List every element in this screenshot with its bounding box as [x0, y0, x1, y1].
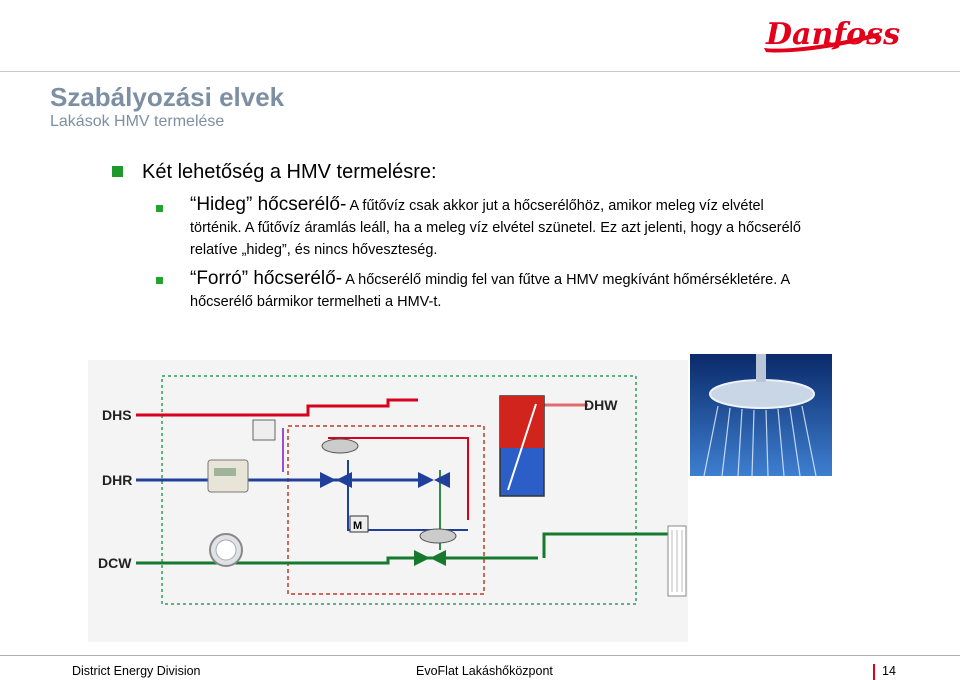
bullet-icon	[156, 205, 163, 212]
dhs-label: DHS	[102, 407, 132, 423]
shower-photo	[690, 354, 832, 476]
logo-text: Danfoss	[765, 17, 900, 52]
bullet-hideg-text1: A fűtővíz csak akkor jut a hőcserélőhöz,…	[346, 198, 763, 214]
actuator-icon	[253, 420, 275, 440]
footer-division: District Energy Division	[72, 664, 201, 678]
bullet-square-icon	[112, 166, 123, 177]
storage-tank-hot	[500, 396, 544, 448]
radiator-icon	[668, 526, 686, 596]
bullet-hideg-head: “Hideg” hőcserélő-	[190, 194, 346, 215]
page-title: Szabályozási elvek	[50, 82, 284, 113]
bullet-hideg-line1: “Hideg” hőcserélő- A fűtővíz csak akkor …	[190, 194, 890, 217]
bullet-forro: “Forró” hőcserélő- A hőcserélő mindig fe…	[190, 268, 890, 313]
bullet-icon	[156, 277, 163, 284]
pressure-valve-icon	[322, 439, 358, 453]
dhw-label: DHW	[584, 397, 618, 413]
footer-divider	[0, 655, 960, 656]
dhr-label: DHR	[102, 472, 132, 488]
bullet-hideg-line3: relatíve „hideg”, és nincs hőveszteség.	[190, 239, 890, 261]
header-divider	[0, 71, 960, 72]
main-heading-text: Két lehetőség a HMV termelésre:	[142, 161, 437, 184]
motor-label: M	[353, 520, 362, 532]
system-diagram: M DHS DHR DCW DHW	[88, 360, 688, 642]
page-number-divider	[873, 664, 875, 680]
heat-meter-display	[214, 468, 236, 476]
bullet-hideg-line2: történik. A fűtővíz áramlás leáll, ha a …	[190, 217, 890, 239]
page-number: 14	[882, 664, 896, 678]
bullet-forro-head: “Forró” hőcserélő-	[190, 268, 342, 289]
bullet-forro-line2: hőcserélő bármikor termelheti a HMV-t.	[190, 291, 890, 313]
bullet-forro-text1: A hőcserélő mindig fel van fűtve a HMV m…	[342, 272, 790, 288]
shower-head-icon	[710, 380, 814, 408]
bullet-hideg: “Hideg” hőcserélő- A fűtővíz csak akkor …	[190, 194, 890, 261]
water-meter-dial	[216, 540, 236, 560]
page-subtitle: Lakások HMV termelése	[50, 113, 224, 131]
thermostatic-valve-icon	[420, 529, 456, 543]
footer-product: EvoFlat Lakáshőközpont	[416, 664, 553, 678]
bullet-forro-line1: “Forró” hőcserélő- A hőcserélő mindig fe…	[190, 268, 890, 291]
danfoss-logo: Danfoss	[760, 4, 900, 62]
dcw-label: DCW	[98, 555, 132, 571]
